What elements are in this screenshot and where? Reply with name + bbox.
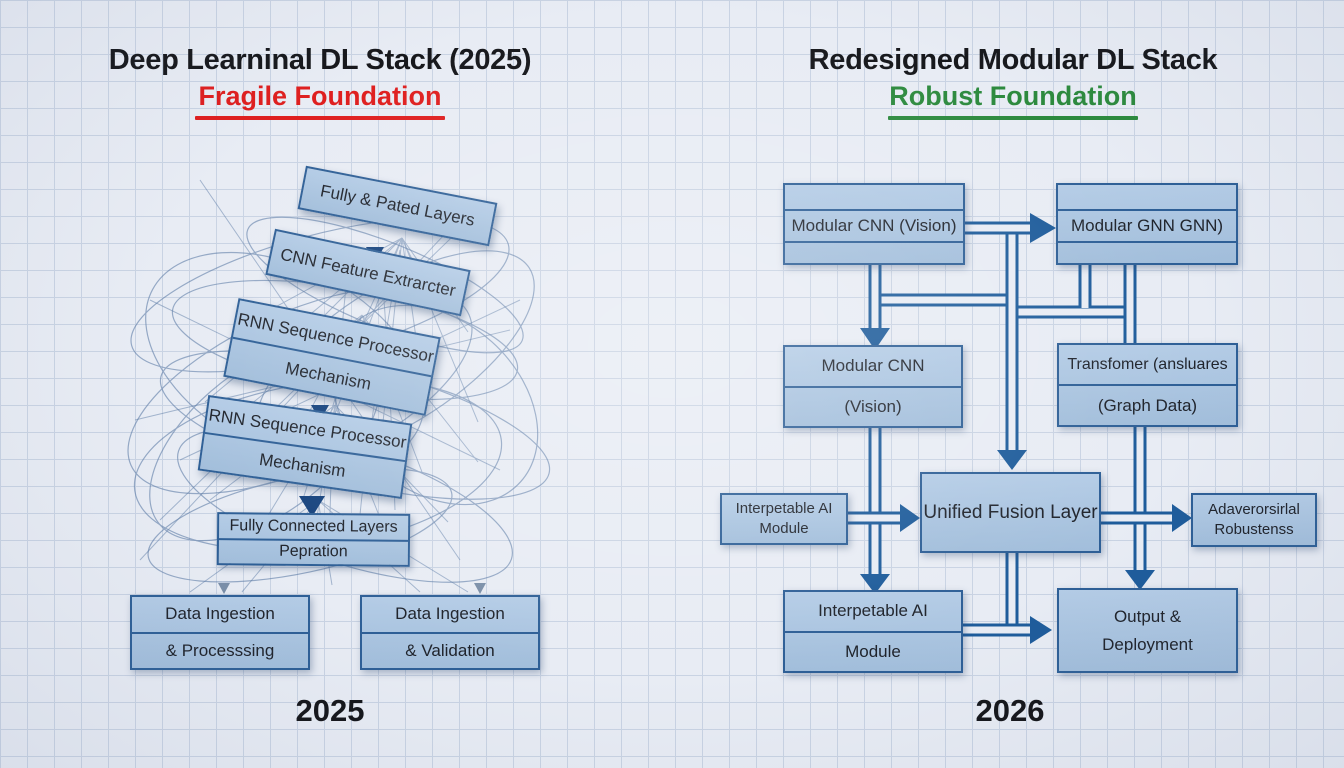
box-output-deployment: Output & Deployment [1057, 588, 1238, 673]
box-label-line2: Module [785, 630, 961, 672]
left-title: Deep Learninal DL Stack (2025) [108, 44, 532, 76]
box-band [785, 241, 963, 263]
box-interpretable-ai-module-bottom: Interpetable AI Module [783, 590, 963, 673]
box-label-line1: Data Ingestion [395, 604, 505, 624]
box-label: Modular GNN GNN) [1070, 216, 1224, 235]
box-label-line2: (Graph Data) [1059, 384, 1236, 425]
box-modular-cnn-vision-mid: Modular CNN (Vision) [783, 345, 963, 428]
box-band [1058, 241, 1236, 263]
right-subtitle-underline [888, 116, 1138, 121]
box-label-line1: Fully Connected Layers [229, 517, 398, 536]
right-title: Redesigned Modular DL Stack [808, 44, 1218, 76]
box-band [785, 185, 963, 211]
left-subtitle-underline [195, 116, 445, 121]
box-label-line2: Module [759, 520, 809, 537]
box-label: Interpetable AI Module [722, 495, 846, 543]
box-label-line1: Transfomer (ansluares [1067, 355, 1228, 373]
box-label: Adaverorsirlal Robustenss [1193, 495, 1315, 545]
box-label-line1: Adaverorsirlal [1208, 500, 1300, 518]
box-label-line1: Interpetable AI [818, 601, 928, 621]
left-year-label: 2025 [295, 693, 365, 728]
box-label: Unified Fusion Layer [923, 501, 1098, 523]
box-label-line2: & Validation [362, 631, 538, 669]
box-label-line2: Robustenss [1214, 521, 1294, 538]
box-fully-connected-layers: Fully Connected Layers Pepration [216, 512, 411, 567]
box-label-line2: Pepration [218, 537, 409, 565]
box-label-line1: Output & [1113, 607, 1182, 627]
box-label-line1: Modular CNN [821, 356, 925, 376]
box-label: Modular CNN (Vision) [791, 216, 957, 235]
box-data-ingestion-processing: Data Ingestion & Processsing [130, 595, 310, 670]
box-unified-fusion-layer: Unified Fusion Layer [920, 472, 1101, 553]
box-label-line2: (Vision) [785, 385, 961, 427]
box-label: Output & Deployment [1059, 590, 1236, 671]
box-band [1058, 185, 1236, 211]
box-modular-gnn: Modular GNN GNN) [1056, 183, 1238, 265]
box-label-line1: Interpetable AI [735, 499, 833, 517]
box-data-ingestion-validation: Data Ingestion & Validation [360, 595, 540, 670]
box-label-line2: Deployment [1102, 634, 1193, 654]
left-subtitle: Fragile Foundation [198, 81, 442, 112]
box-label-line2: & Processsing [132, 631, 308, 669]
right-year-label: 2026 [975, 693, 1045, 728]
box-label-line1: Data Ingestion [165, 604, 275, 624]
left-title-block: Deep Learninal DL Stack (2025) Fragile F… [80, 44, 560, 121]
right-title-block: Redesigned Modular DL Stack Robust Found… [778, 44, 1248, 121]
box-adversarial-robustness: Adaverorsirlal Robustenss [1191, 493, 1317, 547]
right-subtitle: Robust Foundation [889, 81, 1137, 112]
box-modular-cnn-vision-top: Modular CNN (Vision) [783, 183, 965, 265]
box-transformer-graph-data: Transfomer (ansluares (Graph Data) [1057, 343, 1238, 427]
box-interpretable-ai-module-side: Interpetable AI Module [720, 493, 848, 545]
